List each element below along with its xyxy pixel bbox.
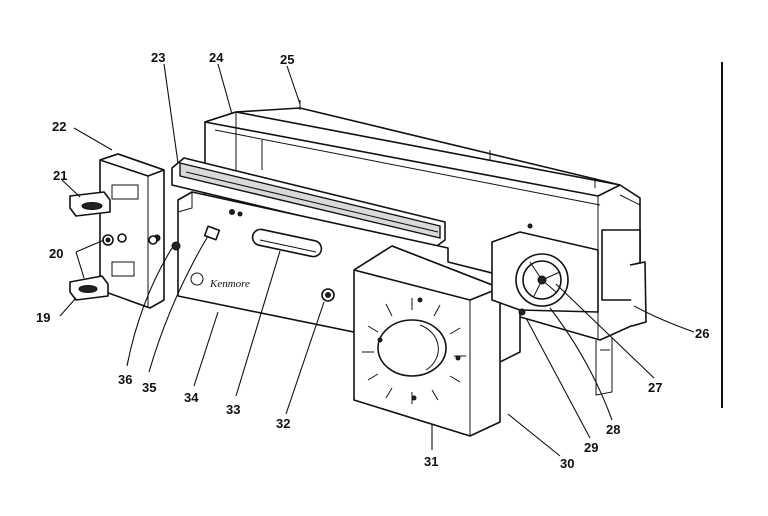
callout-27: 27 [648,380,662,395]
callout-20: 20 [49,246,63,261]
callout-24: 24 [209,50,224,65]
callout-34: 34 [184,390,199,405]
callout-22: 22 [52,119,66,134]
callout-28: 28 [606,422,620,437]
callout-23: 23 [151,50,165,65]
callout-35: 35 [142,380,156,395]
callout-26: 26 [695,326,709,341]
indicator-lamp [251,228,323,258]
callout-19: 19 [36,310,50,325]
leader-lines [59,63,695,457]
callout-31: 31 [424,454,438,469]
callout-30: 30 [560,456,574,471]
side-bracket [99,153,165,309]
callout-32: 32 [276,416,290,431]
clock-bracket [491,223,599,316]
callout-29: 29 [584,440,598,455]
callout-33: 33 [226,402,240,417]
timer-dial [353,245,501,437]
switches [69,191,158,301]
callout-labels: 19 20 21 22 23 24 25 26 27 28 29 30 31 3… [36,50,709,471]
callout-21: 21 [53,168,67,183]
callout-25: 25 [280,52,294,67]
trim-strip [171,157,446,249]
panel-logo: Kenmore [209,278,250,290]
callout-36: 36 [118,372,132,387]
